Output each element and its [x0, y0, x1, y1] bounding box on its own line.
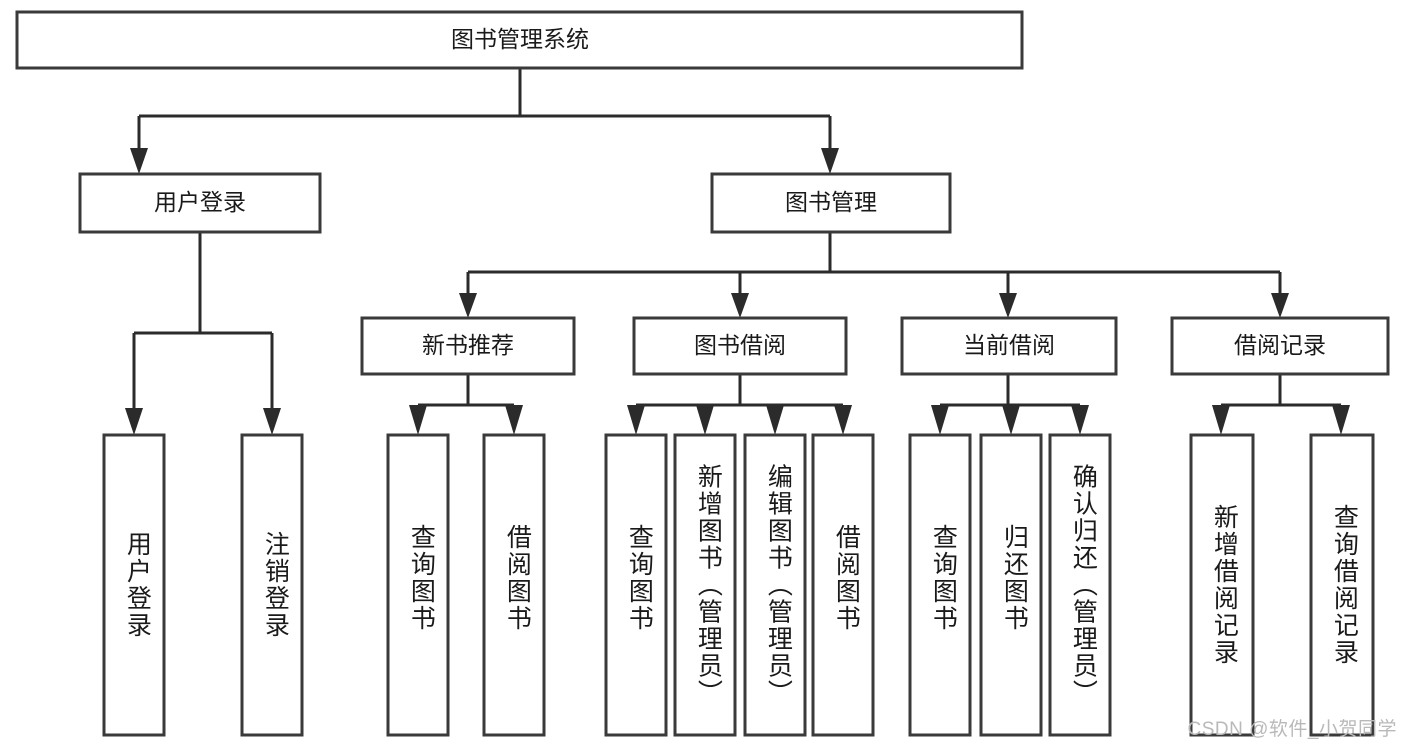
- arrow-leaf-book-borrow-0: [627, 405, 645, 435]
- node-user-login-box[interactable]: [78, 172, 322, 234]
- node-book-borrow-box[interactable]: [632, 316, 848, 376]
- leaf-new-book-1-box[interactable]: [482, 433, 546, 737]
- leaf-user-login-1-label: 注销登录: [261, 531, 290, 639]
- node-borrow-record-label: 借阅记录: [1234, 332, 1326, 358]
- arrow-leaf-borrow-record-0: [1212, 405, 1230, 435]
- leaf-borrow-record-1-label: 查询借阅记录: [1330, 504, 1359, 666]
- arrow-to-new-book: [459, 293, 477, 318]
- leaf-borrow-record-0[interactable]: 新增借阅记录: [1189, 433, 1255, 737]
- node-current-borrow[interactable]: 当前借阅: [900, 316, 1118, 376]
- connector-layer: [125, 68, 1350, 435]
- arrow-leaf-book-borrow-1: [696, 405, 714, 435]
- leaf-current-borrow-0[interactable]: 查询图书: [908, 433, 972, 737]
- leaf-book-borrow-1-box[interactable]: [673, 433, 737, 737]
- arrow-leaf-new-book-0: [409, 405, 427, 435]
- arrow-to-current-borrow: [999, 293, 1017, 318]
- node-borrow-record[interactable]: 借阅记录: [1170, 316, 1390, 376]
- arrow-leaf-current-borrow-0: [931, 405, 949, 435]
- leaf-book-borrow-3[interactable]: 借阅图书: [811, 433, 875, 737]
- leaf-current-borrow-2[interactable]: 确认归还（管理员）: [1048, 433, 1112, 737]
- arrow-leaf-new-book-1: [505, 405, 523, 435]
- leaf-current-borrow-0-box[interactable]: [908, 433, 972, 737]
- arrow-to-book-manage: [821, 148, 839, 174]
- leaf-current-borrow-1-box[interactable]: [979, 433, 1043, 737]
- leaf-user-login-0[interactable]: 用户登录: [102, 433, 166, 737]
- leaf-book-borrow-2-box[interactable]: [743, 433, 807, 737]
- arrow-to-borrow-record: [1271, 293, 1289, 318]
- arrow-leaf-user-login-0: [125, 408, 143, 435]
- leaf-user-login-1[interactable]: 注销登录: [240, 433, 304, 737]
- arrow-leaf-book-borrow-2: [766, 405, 784, 435]
- leaf-borrow-record-0-box[interactable]: [1189, 433, 1255, 737]
- node-new-book-recommend[interactable]: 新书推荐: [360, 316, 576, 376]
- leaf-book-borrow-0[interactable]: 查询图书: [604, 433, 668, 737]
- node-book-borrow-label: 图书借阅: [694, 332, 786, 358]
- node-root-box[interactable]: [15, 10, 1024, 70]
- leaf-current-borrow-0-label: 查询图书: [929, 524, 958, 632]
- leaf-borrow-record-1-box[interactable]: [1309, 433, 1375, 737]
- arrow-leaf-book-borrow-3: [834, 405, 852, 435]
- node-new-book-recommend-label: 新书推荐: [422, 332, 514, 358]
- leaf-borrow-record-1[interactable]: 查询借阅记录: [1309, 433, 1375, 737]
- node-book-manage-box[interactable]: [710, 172, 952, 234]
- node-new-book-recommend-box[interactable]: [360, 316, 576, 376]
- leaf-new-book-0[interactable]: 查询图书: [386, 433, 450, 737]
- leaf-book-borrow-0-label: 查询图书: [625, 524, 654, 632]
- leaf-current-borrow-1[interactable]: 归还图书: [979, 433, 1043, 737]
- leaf-book-borrow-3-box[interactable]: [811, 433, 875, 737]
- leaf-borrow-record-0-label: 新增借阅记录: [1210, 504, 1239, 666]
- arrow-to-book-borrow: [731, 293, 749, 318]
- leaf-user-login-0-label: 用户登录: [123, 531, 152, 639]
- node-user-login-label: 用户登录: [154, 189, 246, 215]
- leaf-new-book-1-label: 借阅图书: [503, 524, 532, 632]
- arrow-leaf-borrow-record-1: [1332, 405, 1350, 435]
- leaf-current-borrow-2-label: 确认归还（管理员）: [1069, 464, 1098, 707]
- arrow-leaf-current-borrow-2: [1071, 405, 1089, 435]
- node-root[interactable]: 图书管理系统: [15, 10, 1024, 70]
- node-current-borrow-box[interactable]: [900, 316, 1118, 376]
- node-borrow-record-box[interactable]: [1170, 316, 1390, 376]
- leaf-current-borrow-1-label: 归还图书: [1000, 524, 1029, 632]
- leaf-new-book-0-box[interactable]: [386, 433, 450, 737]
- node-book-manage[interactable]: 图书管理: [710, 172, 952, 234]
- watermark-text: CSDN @软件_小贺同学: [1187, 719, 1397, 740]
- leaf-book-borrow-1[interactable]: 新增图书（管理员）: [673, 433, 737, 737]
- leaf-book-borrow-2-label: 编辑图书（管理员）: [764, 464, 793, 707]
- arrow-to-user-login: [130, 148, 148, 174]
- node-root-label: 图书管理系统: [451, 26, 589, 52]
- leaf-current-borrow-2-box[interactable]: [1048, 433, 1112, 737]
- node-book-borrow[interactable]: 图书借阅: [632, 316, 848, 376]
- arrow-leaf-current-borrow-1: [1002, 405, 1020, 435]
- arrow-leaf-user-login-1: [263, 408, 281, 435]
- leaf-new-book-0-label: 查询图书: [407, 524, 436, 632]
- leaf-book-borrow-2[interactable]: 编辑图书（管理员）: [743, 433, 807, 737]
- leaf-user-login-1-box[interactable]: [240, 433, 304, 737]
- leaf-book-borrow-0-box[interactable]: [604, 433, 668, 737]
- leaf-book-borrow-3-label: 借阅图书: [832, 524, 861, 632]
- node-current-borrow-label: 当前借阅: [963, 332, 1055, 358]
- leaf-book-borrow-1-label: 新增图书（管理员）: [694, 464, 723, 707]
- leaf-new-book-1[interactable]: 借阅图书: [482, 433, 546, 737]
- node-book-manage-label: 图书管理: [785, 189, 877, 215]
- leaf-user-login-0-box[interactable]: [102, 433, 166, 737]
- node-user-login[interactable]: 用户登录: [78, 172, 322, 234]
